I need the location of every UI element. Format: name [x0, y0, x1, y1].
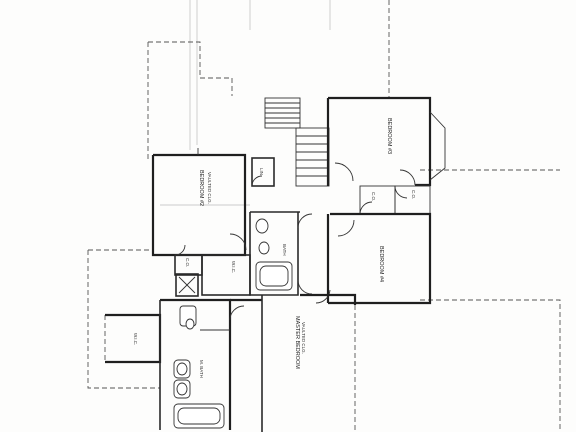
co-right-label: C.O.: [411, 190, 416, 199]
staircase: [264, 97, 330, 187]
bedroom-4-walls: [315, 212, 432, 305]
closets-mid: [359, 185, 431, 215]
wic-upper-label: W.I.C.: [231, 261, 236, 273]
linen-closet: [251, 157, 275, 187]
bedroom-3-walls: [326, 96, 446, 187]
bedroom-2-sublabel: VAULTED CLG.: [207, 172, 212, 204]
left-closets: [174, 244, 251, 297]
master-bedroom-walls: [230, 293, 357, 432]
co-left-label: C.O.: [185, 258, 190, 267]
wic-lower-label: W.I.C.: [133, 333, 138, 345]
bedroom-2-label: BEDROOM #2: [198, 170, 204, 206]
master-suite-walls: [105, 298, 245, 430]
bath-label: BATH: [282, 244, 287, 256]
co-mid-label: C.O.: [371, 192, 376, 201]
master-bedroom-label: MASTER BEDROOM: [294, 316, 300, 369]
master-bath-label: M. BATH: [199, 360, 204, 378]
master-bedroom-sublabel: VAULTED CLG.: [301, 322, 306, 354]
bedroom-3-label: BEDROOM #3: [386, 118, 392, 154]
dashed-outline: [87, 0, 561, 432]
hall-bath: [249, 211, 313, 296]
construction-lines: [160, 0, 331, 206]
bedroom-4-label: BEDROOM #4: [378, 246, 384, 282]
linen-label: LIN.: [259, 168, 264, 176]
